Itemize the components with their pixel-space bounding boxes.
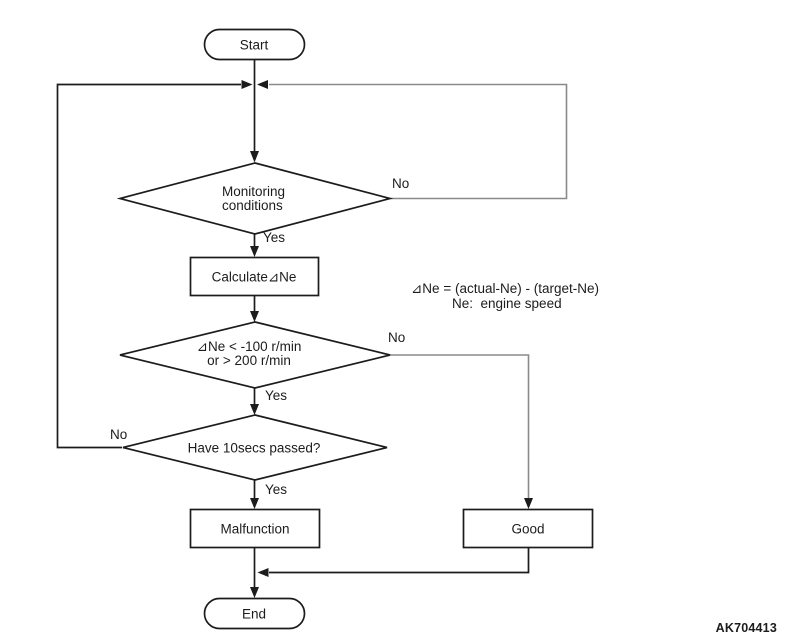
edge-delta-no-to-good	[390, 354, 530, 499]
faded-connector-lines	[269, 83, 568, 499]
monitoring-label-line1: Monitoring	[222, 184, 286, 199]
edge-good-to-merge	[269, 547, 530, 574]
figure-code: AK704413	[715, 621, 777, 635]
calculate-label: Calculate⊿Ne	[211, 268, 297, 284]
arrow-down-into-delta	[250, 311, 259, 322]
arrow-right-junction	[241, 80, 253, 89]
delta-ne-annotation: ⊿Ne = (actual-Ne) - (target-Ne) Ne: engi…	[411, 281, 599, 311]
monitoring-label-line2: conditions	[222, 198, 283, 213]
monitoring-decision-shape	[116, 162, 394, 235]
edge-timer-no-loop	[56, 83, 241, 449]
arrow-down-into-end	[250, 587, 259, 598]
delta-decision-shape	[119, 321, 391, 389]
end-label: End	[241, 605, 267, 621]
delta-yes-label: Yes	[265, 388, 288, 403]
delta-no-label: No	[388, 330, 406, 345]
timer-yes-label: Yes	[265, 482, 288, 497]
timer-no-label: No	[110, 427, 128, 442]
monitoring-yes-label: Yes	[263, 230, 286, 245]
arrow-down-into-calculate	[250, 246, 259, 257]
good-process-shape	[462, 508, 594, 549]
arrow-left-junction	[257, 80, 268, 89]
timer-decision-shape	[122, 414, 388, 481]
good-label: Good	[511, 520, 545, 536]
end-terminator-shape	[203, 597, 306, 630]
arrow-down-into-good	[524, 498, 533, 509]
arrowheads	[241, 80, 533, 598]
arrow-down-into-malfunction	[250, 498, 259, 509]
timer-label: Have 10secs passed?	[187, 439, 321, 455]
delta-check-label-line1: ⊿Ne < -100 r/min	[196, 339, 302, 354]
calculate-process-shape	[189, 256, 320, 297]
node-shapes	[116, 28, 594, 630]
start-label: Start	[239, 36, 269, 52]
monitoring-label: Monitoring conditions	[222, 185, 285, 213]
delta-check-label: ⊿Ne < -100 r/min or > 200 r/min	[197, 340, 302, 368]
delta-check-label-line2: or > 200 r/min	[207, 353, 291, 368]
monitoring-no-label: No	[392, 176, 410, 191]
start-terminator-shape	[203, 28, 306, 61]
annotation-line2: Ne: engine speed	[452, 295, 562, 311]
annotation-line1: ⊿Ne = (actual-Ne) - (target-Ne)	[411, 281, 599, 296]
edge-monitoring-no-loop	[269, 83, 568, 200]
connector-lines	[56, 59, 530, 588]
arrow-down-into-timer	[250, 404, 259, 415]
malfunction-process-shape	[189, 508, 321, 549]
malfunction-label: Malfunction	[220, 520, 290, 536]
arrow-left-merge	[257, 568, 269, 577]
arrow-down-into-monitoring	[250, 151, 259, 163]
